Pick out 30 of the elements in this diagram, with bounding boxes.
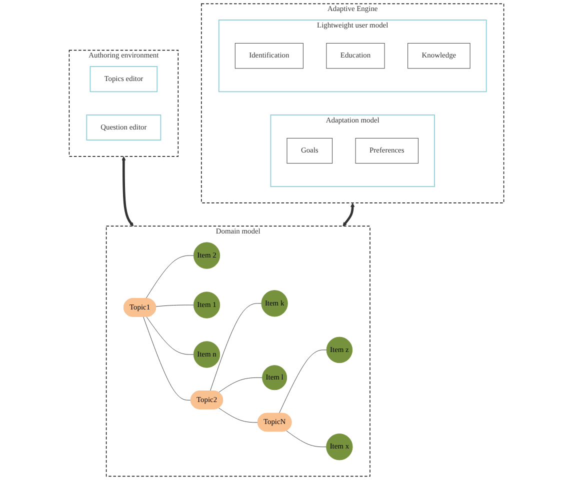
node-box	[408, 43, 470, 69]
node-circle	[193, 242, 220, 269]
node-box	[90, 66, 158, 92]
connector	[156, 304, 194, 307]
node-circle	[326, 336, 353, 364]
connector	[146, 316, 194, 355]
node-box	[86, 114, 162, 141]
node-box	[234, 43, 304, 69]
cluster	[68, 50, 178, 157]
connector	[210, 303, 262, 392]
node-box	[355, 138, 418, 164]
node-box	[286, 138, 333, 164]
connector	[143, 316, 192, 400]
arrow	[122, 156, 134, 226]
cluster	[218, 20, 487, 92]
connector	[286, 430, 327, 448]
node-box	[326, 43, 385, 69]
node-circle	[193, 292, 220, 318]
node-circle	[193, 341, 220, 368]
cluster	[201, 3, 504, 204]
node-circle	[261, 290, 288, 317]
connector	[218, 408, 258, 423]
connector	[218, 377, 263, 393]
cluster	[106, 226, 370, 477]
connector	[278, 350, 327, 414]
arrow	[342, 202, 355, 226]
cluster	[270, 114, 435, 188]
node-circle	[326, 434, 353, 460]
node-circle	[262, 365, 288, 390]
connector	[146, 255, 194, 299]
